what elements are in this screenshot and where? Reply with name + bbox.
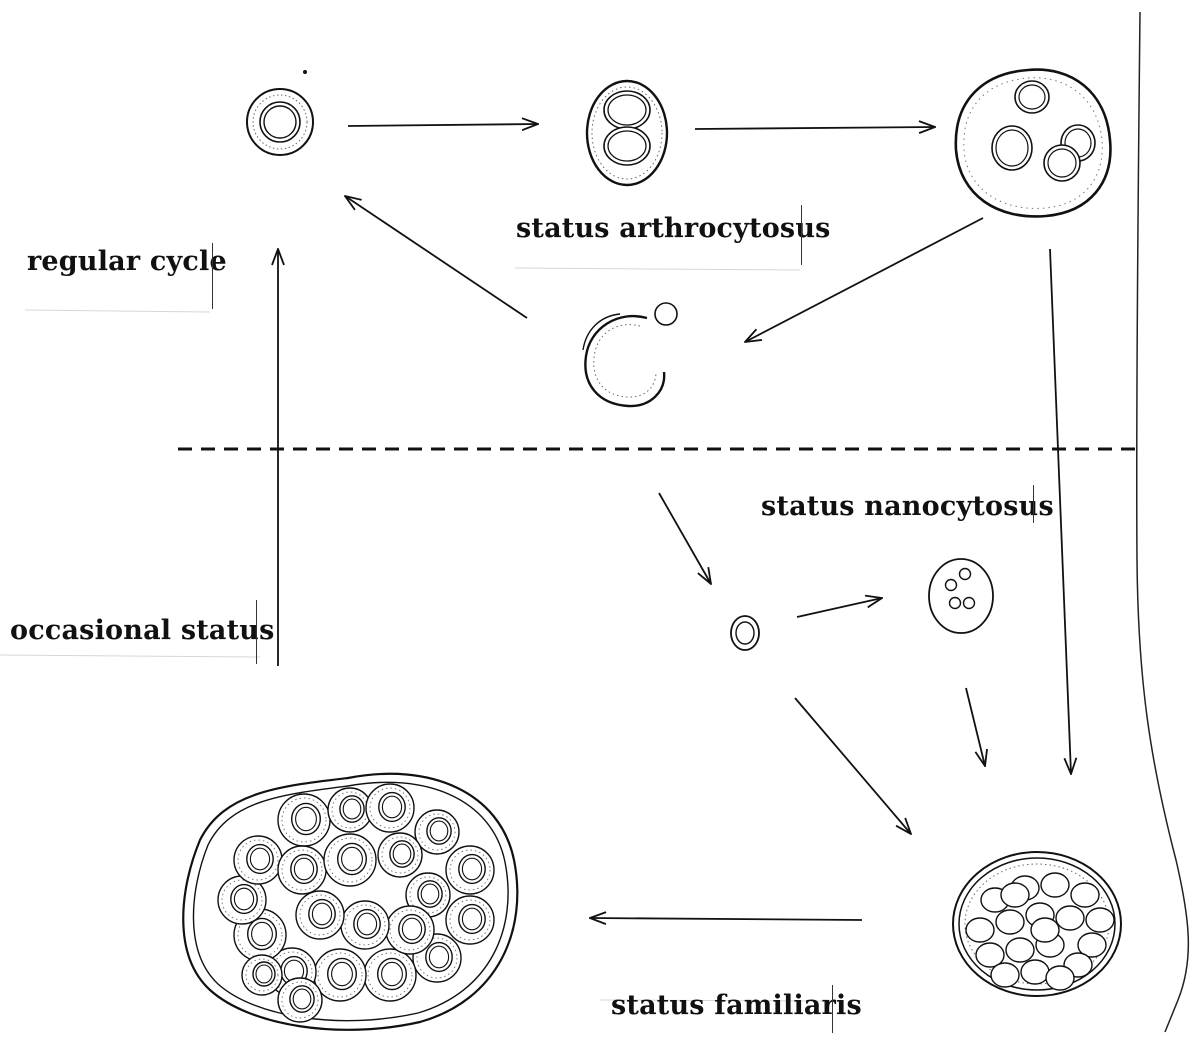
cyst-nucleus <box>1031 918 1059 942</box>
cyst-nucleus <box>1006 938 1034 962</box>
cyst-nucleus <box>1021 960 1049 984</box>
colony-cell <box>446 846 494 894</box>
colony-cell <box>386 906 434 954</box>
arrow-nanocyte-to-cell <box>797 598 882 617</box>
colony-cell <box>324 834 376 886</box>
arrow-cell-down <box>966 688 985 766</box>
colony-cell <box>278 846 326 894</box>
cyst-nucleus <box>996 910 1024 934</box>
cyst-nucleus <box>1071 883 1099 907</box>
cyst-nucleus <box>966 918 994 942</box>
tick-status-familiaris <box>832 985 833 1033</box>
tick-status-nanocytosus <box>1033 485 1034 523</box>
arrow-nanocyte-to-cyst <box>795 698 911 834</box>
colony-cell <box>446 896 494 944</box>
arrow-small-to-arthro <box>348 124 538 126</box>
label-occasional-status: occasional status <box>10 615 275 646</box>
packed-cyst <box>953 852 1121 996</box>
cyst-nucleus <box>1086 908 1114 932</box>
colony-cell <box>378 833 422 877</box>
tick-occasional-status <box>256 600 257 664</box>
familiaris-colony <box>183 774 517 1030</box>
arrow-ruptured-to-small <box>345 196 527 318</box>
label-status-nanocytosus: status nanocytosus <box>761 491 1054 522</box>
right-boundary-line <box>1137 12 1189 1032</box>
cyst-nucleus <box>1001 883 1029 907</box>
arrow-arthro-to-multi <box>695 127 935 129</box>
cyst-nucleus <box>991 963 1019 987</box>
cyst-nucleus <box>1046 966 1074 990</box>
cyst-nucleus <box>1041 873 1069 897</box>
tick-regular-cycle <box>212 243 213 309</box>
colony-cell <box>366 784 414 832</box>
tick-status-arthrocytosus <box>801 205 802 265</box>
nanocytosus-cell <box>929 559 993 633</box>
cyst-nucleus <box>1056 906 1084 930</box>
colony-cell <box>415 810 459 854</box>
label-regular-cycle: regular cycle <box>27 246 227 277</box>
small-cell <box>247 70 313 155</box>
label-status-familiaris: status familiaris <box>611 990 862 1021</box>
label-status-arthrocytosus: status arthrocytosus <box>516 213 831 244</box>
colony-cell <box>341 901 389 949</box>
colony-cell <box>234 836 282 884</box>
colony-cell <box>314 949 366 1001</box>
multinucleate-cell <box>956 70 1111 217</box>
arthrocytosus-cell <box>587 81 667 185</box>
colony-cell <box>278 978 322 1022</box>
colony-cell <box>242 955 282 995</box>
nanocyte <box>731 616 759 650</box>
colony-cell <box>296 891 344 939</box>
arrow-to-nanocyte <box>659 493 711 584</box>
colony-cell <box>364 949 416 1001</box>
ruptured-cell <box>583 303 677 406</box>
colony-cell <box>278 794 330 846</box>
arrow-cyst-to-colony <box>590 918 862 920</box>
